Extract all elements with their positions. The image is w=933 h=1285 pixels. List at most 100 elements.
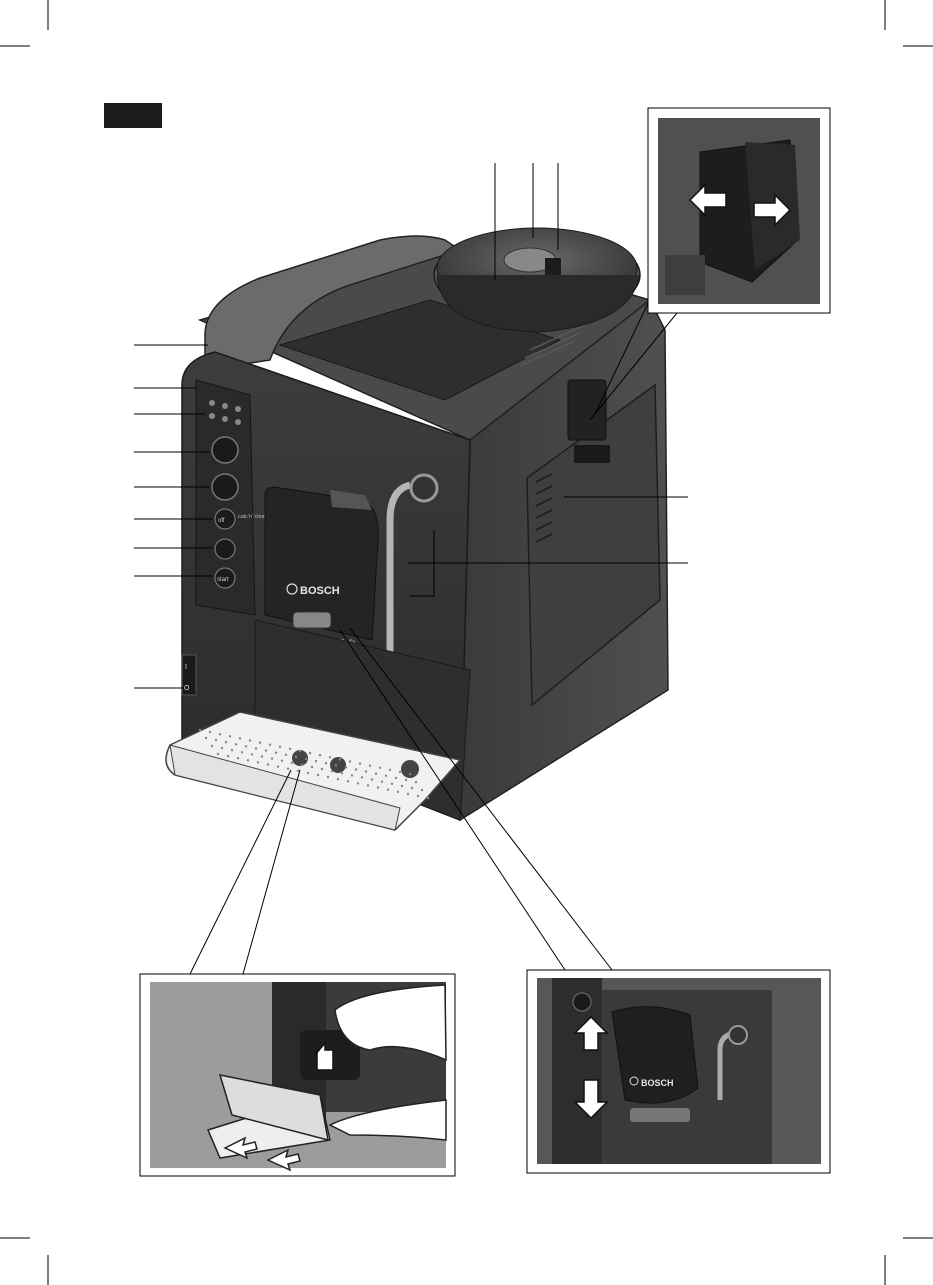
steam-nozzle [409,473,439,503]
calc-clean-label: calc'n' clean [238,514,268,520]
tray-perforation [210,744,214,748]
tray-perforation [230,749,234,752]
tray-perforation [360,776,364,779]
tray-perforation [304,757,308,761]
tray-perforation [266,763,270,766]
tray-perforation [248,739,252,742]
tray-perforation [228,735,232,738]
tray-perforation [216,752,220,756]
tray-perforation [390,782,394,785]
tray-perforation [386,788,390,791]
tray-perforation [330,770,334,773]
tray-perforation [380,780,384,783]
arrow-up-icon [314,1040,334,1071]
tray-perforation [208,730,212,734]
arrow-up-icon [573,1015,609,1051]
steam-button[interactable] [214,538,236,560]
tray-perforation [344,766,348,769]
tray-perforation [318,754,322,757]
tray-perforation [366,784,370,787]
arrow-left-icon [688,183,727,217]
inset-brand-label: BOSCH [641,1078,674,1088]
power-on-label: I [185,664,187,671]
tray-perforation [238,737,242,740]
tray-perforation [414,780,418,784]
callout-lines [134,163,688,975]
tray-perforation [214,738,218,742]
power-off-label: O [184,685,190,692]
tray-perforation [218,733,222,736]
tray-perforation [236,757,240,760]
off-button-label: off [218,518,225,524]
tray-perforation [316,773,320,777]
tray-perforation [224,741,228,744]
tray-perforation [426,796,430,800]
tray-perforation [404,778,408,782]
tray-perforation [250,753,254,756]
tray-perforation [280,759,284,762]
tray-perforation [326,775,330,779]
tray-perforation [286,767,290,770]
tray-perforation [278,745,282,748]
tray-perforation [314,759,318,763]
tray-perforation [336,778,340,781]
tray-perforation [394,776,398,780]
tray-perforation [284,753,288,756]
tray-perforation [260,755,264,758]
tray-perforation [258,741,262,744]
arrow-right-icon [753,193,792,227]
tray-perforation [234,743,238,746]
tray-perforation [396,790,400,793]
bosch-logo-icon [286,583,298,595]
tray-perforation [370,778,374,781]
tray-perforation [378,766,382,769]
cup-size-knob[interactable] [211,473,239,501]
drip-tray [165,711,462,831]
tray-perforation [408,772,412,776]
tray-perforation [298,749,302,753]
tray-perforation [246,759,250,762]
language-tab-marker [104,103,162,128]
start-button-label: start [217,577,229,583]
tray-perforation [328,756,332,759]
tray-perforation [290,761,294,764]
tray-perforation [340,772,344,775]
aroma-knob[interactable] [211,436,239,464]
tray-perforation [416,794,420,798]
tray-perforation [294,755,298,759]
arrow-down-icon [573,1079,609,1120]
tray-perforation [420,788,424,792]
grind-adjuster-slot [567,379,607,441]
tray-perforation [308,751,312,755]
tray-perforation [244,745,248,748]
tray-perforation [204,736,208,740]
off-button[interactable] [214,508,236,530]
tray-perforation [310,765,314,769]
tray-perforation [226,754,230,758]
tray-perforation [388,768,392,772]
inset-height-adjust-spout: BOSCH [526,969,831,1174]
tray-perforation [270,757,274,760]
power-switch[interactable] [181,654,197,696]
tray-perforation [254,747,258,750]
tray-perforation [348,760,352,763]
start-button[interactable] [214,567,236,589]
tray-perforation [220,746,224,750]
coffee-machine: off calc'n' clean start BOSCH VeroCafe I… [165,227,669,831]
tray-perforation [324,762,328,765]
tray-perforation [274,751,278,754]
tray-perforation [368,764,372,767]
tray-perforation [306,771,310,775]
tray-perforation [398,770,402,774]
tray-perforation [350,774,354,777]
tray-perforation [376,786,380,789]
tray-perforation [276,765,280,768]
tray-perforation [320,767,324,771]
tray-perforation [264,749,268,752]
tray-perforation [354,768,358,771]
tray-perforation [268,743,272,746]
water-tank [526,383,661,707]
tray-perforation [334,764,338,767]
